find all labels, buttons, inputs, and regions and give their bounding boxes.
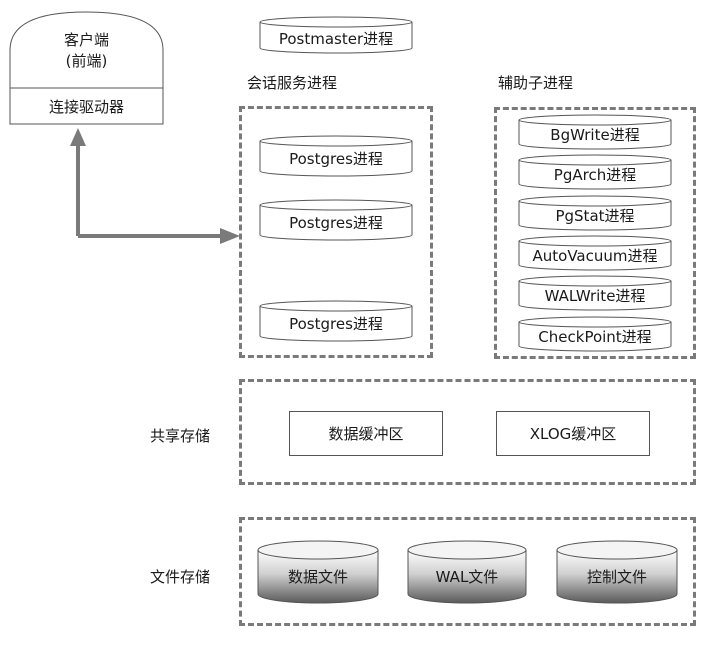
client-driver-label: 连接驱动器	[48, 98, 124, 116]
data-buffer-box: 数据缓冲区	[289, 411, 443, 456]
aux-label-walwrite: WALWrite进程	[544, 286, 646, 305]
file-cylinder-data	[257, 540, 379, 604]
session-group-box	[239, 106, 433, 358]
client-title: 客户端	[63, 30, 109, 49]
file-storage-box	[239, 517, 696, 626]
aux-label-bgwrite: BgWrite进程	[550, 125, 640, 144]
aux-group-box	[494, 107, 696, 359]
aux-group-title: 辅助子进程	[498, 74, 574, 92]
postgres-label-3: Postgres进程	[289, 314, 383, 333]
file-label-wal: WAL文件	[435, 567, 499, 586]
file-label-data: 数据文件	[287, 567, 348, 586]
postmaster-label: Postmaster进程	[278, 29, 394, 48]
aux-cylinder-2	[518, 154, 672, 190]
aux-label-checkpoint: CheckPoint进程	[538, 327, 652, 346]
client-box	[9, 11, 164, 125]
aux-cylinder-3	[518, 195, 672, 231]
postgres-label-2: Postgres进程	[289, 213, 383, 232]
postgres-cylinder-1	[259, 135, 413, 177]
session-group-title: 会话服务进程	[247, 74, 338, 92]
aux-label-pgstat: PgStat进程	[555, 206, 635, 225]
aux-cylinder-6	[518, 316, 672, 352]
file-cylinder-control	[556, 540, 678, 604]
postgres-cylinder-3	[259, 300, 413, 342]
xlog-buffer-box: XLOG缓冲区	[496, 411, 650, 456]
aux-cylinder-4	[518, 235, 672, 271]
file-storage-title: 文件存储	[150, 568, 211, 586]
postgres-cylinder-2	[259, 199, 413, 241]
file-cylinder-wal	[407, 540, 527, 604]
client-subtitle: (前端)	[65, 51, 108, 70]
shared-storage-title: 共享存储	[150, 427, 211, 445]
postmaster-cylinder	[259, 16, 413, 54]
file-label-control: 控制文件	[586, 567, 647, 586]
arrow-head-right	[220, 228, 240, 244]
aux-cylinder-1	[518, 114, 672, 150]
postgres-label-1: Postgres进程	[289, 149, 383, 168]
aux-label-pgarch: PgArch进程	[553, 165, 637, 184]
shared-storage-box	[239, 379, 696, 485]
arrow-head-up	[70, 128, 86, 146]
aux-label-autovacuum: AutoVacuum进程	[532, 246, 658, 265]
aux-cylinder-5	[518, 275, 672, 311]
